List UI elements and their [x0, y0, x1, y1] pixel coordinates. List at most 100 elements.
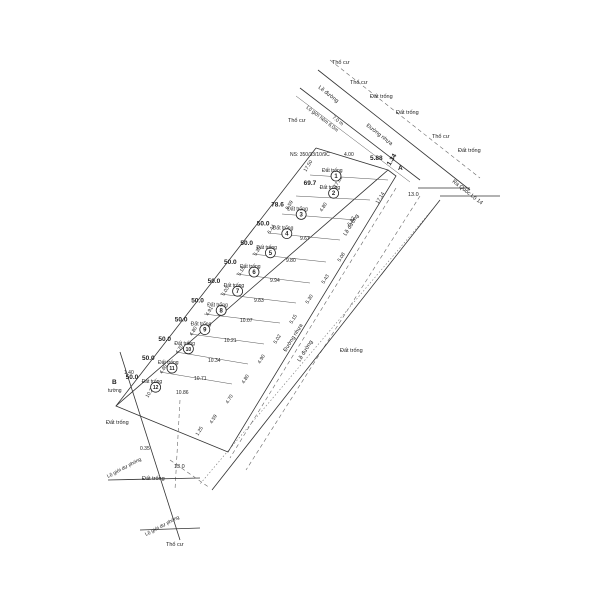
- label-dat-trong-center: Đất trống: [340, 348, 363, 354]
- lot-10-label: Đất trống: [174, 341, 195, 347]
- label-tho-cu-bottom: Thổ cư: [166, 541, 184, 548]
- lot-12-number: 12: [153, 385, 159, 391]
- dim-w8: 4.91: [205, 305, 215, 317]
- dim-s3: 17.14: [375, 191, 387, 205]
- lot-1-label: Đất trống: [322, 168, 343, 174]
- dim-w7: 5.03: [221, 285, 231, 297]
- lot-3-label: Đất trống: [287, 206, 308, 212]
- dim-d6: 10.21: [224, 338, 237, 344]
- label-tho-cu-left: Thổ cư: [288, 117, 306, 124]
- label-tho-cu-1: Thổ cư: [332, 59, 350, 66]
- label-dat-trong-left: Đất trống: [106, 420, 129, 426]
- label-dat-trong-bottom: Đất trống: [142, 476, 165, 482]
- dim-top-a: 4.00: [344, 152, 354, 158]
- dim-w1: 5.59: [285, 199, 295, 211]
- dim-d7: 10.34: [208, 358, 221, 364]
- dim-w9: 4.80: [189, 325, 199, 337]
- label-035: 0.35: [140, 446, 150, 452]
- dim-e10: 1.25: [195, 425, 205, 437]
- dim-d1: 9.67: [300, 236, 310, 242]
- dim-w3: 5.82: [347, 215, 357, 227]
- lot-9-area: 50.0: [175, 317, 188, 324]
- lot-10-area: 50.0: [158, 336, 171, 343]
- lot-1-marker: [330, 170, 342, 182]
- label-13-bottom: 13.0: [174, 464, 185, 470]
- lot-7-number: 7: [236, 289, 240, 295]
- lot-12-marker: [150, 381, 162, 393]
- top-road-lines: [295, 59, 500, 197]
- dim-e1: 5.08: [337, 251, 347, 263]
- dim-d5: 10.07: [240, 318, 253, 324]
- lot-7-marker: [232, 285, 244, 297]
- dim-w11: 4.60: [159, 363, 169, 375]
- lot-7-label: Đất trống: [224, 283, 245, 289]
- dim-d10: 10.22: [145, 385, 157, 399]
- dim-top-b: 5.88: [370, 155, 383, 162]
- label-13: 13.0: [408, 192, 419, 198]
- lot-4-marker: [281, 228, 293, 240]
- dim-w6: 5.16: [237, 265, 247, 277]
- dim-s1: 17.50: [303, 159, 315, 173]
- label-tho-cu-3: Thổ cư: [432, 133, 450, 140]
- dim-d9: 10.86: [176, 390, 189, 396]
- lot-10-marker: [182, 343, 194, 355]
- lot-5-marker: [264, 247, 276, 259]
- lot-11-marker: [166, 362, 178, 374]
- lot-10-number: 10: [186, 347, 192, 353]
- dim-w10: 4.70: [175, 343, 185, 355]
- lot-2-area: 69.7: [304, 180, 317, 187]
- lot-5-area: 50.0: [240, 240, 253, 247]
- lot-5-label: Đất trống: [256, 245, 277, 251]
- dim-d2: 9.80: [286, 258, 296, 264]
- dim-w12: 1.40: [124, 370, 134, 376]
- dim-e6: 4.90: [257, 353, 267, 365]
- lot-7-area: 50.0: [208, 278, 221, 285]
- label-lo-gioi-left: Lộ giới dự phóng: [106, 457, 143, 480]
- lot-9-number: 9: [203, 328, 207, 334]
- dim-w2: 4.80: [319, 201, 329, 213]
- lot-9-marker: [199, 324, 211, 336]
- dim-e3: 5.30: [305, 293, 315, 305]
- dim-s2: 17.08: [333, 175, 345, 189]
- lot-8-number: 8: [220, 308, 224, 314]
- dim-w4: 5.44: [267, 223, 277, 235]
- point-a-label: A: [398, 165, 403, 172]
- label-dat-trong-top2: Đất trống: [396, 110, 419, 116]
- dim-d8: 10.71: [194, 376, 207, 382]
- dim-e9: 4.59: [209, 413, 219, 425]
- dim-w5: 5.30: [253, 245, 263, 257]
- dim-top-c: 1.34: [386, 152, 399, 167]
- lot-2-number: 2: [332, 191, 336, 197]
- lot-5-number: 5: [269, 251, 273, 257]
- lot-3-area: 78.6: [271, 201, 284, 208]
- label-le-duong-lower: Lề đường: [297, 339, 315, 363]
- label-tuong: tường: [108, 388, 122, 394]
- label-dat-trong-right: Đất trống: [458, 148, 481, 154]
- lot-12-area: 50.0: [126, 374, 139, 381]
- lot-1-number: 1: [334, 174, 338, 180]
- point-b-label: B: [112, 379, 117, 386]
- lot-8-marker: [215, 304, 227, 316]
- lot-3-number: 3: [300, 212, 304, 218]
- label-le-duong-top: Lề đường: [317, 85, 340, 105]
- dim-e7: 4.80: [241, 373, 251, 385]
- lot-11-number: 11: [169, 366, 175, 372]
- lot-4-label: Đất trống: [273, 226, 294, 232]
- label-duong-nhua-mid: Đường nhựa: [283, 322, 305, 353]
- lot-8-label: Đất trống: [207, 302, 228, 308]
- lot-6-area: 50.0: [224, 259, 237, 266]
- lot-6-label: Đất trống: [240, 264, 261, 270]
- dim-e5: 5.02: [273, 333, 283, 345]
- lot-8-area: 50.0: [191, 297, 204, 304]
- dim-e4: 5.15: [289, 313, 299, 325]
- lot-12-label: Đất trống: [142, 379, 163, 385]
- dim-e2: 5.43: [321, 273, 331, 285]
- dim-d4: 9.83: [254, 298, 264, 304]
- lot-9-label: Đất trống: [191, 322, 212, 328]
- label-tho-cu-2: Thổ cư: [350, 79, 368, 86]
- lot-4-area: 50.0: [257, 221, 270, 228]
- dim-d3: 9.94: [270, 278, 280, 284]
- label-ns: NS: 350/33/10/9C: [290, 152, 330, 158]
